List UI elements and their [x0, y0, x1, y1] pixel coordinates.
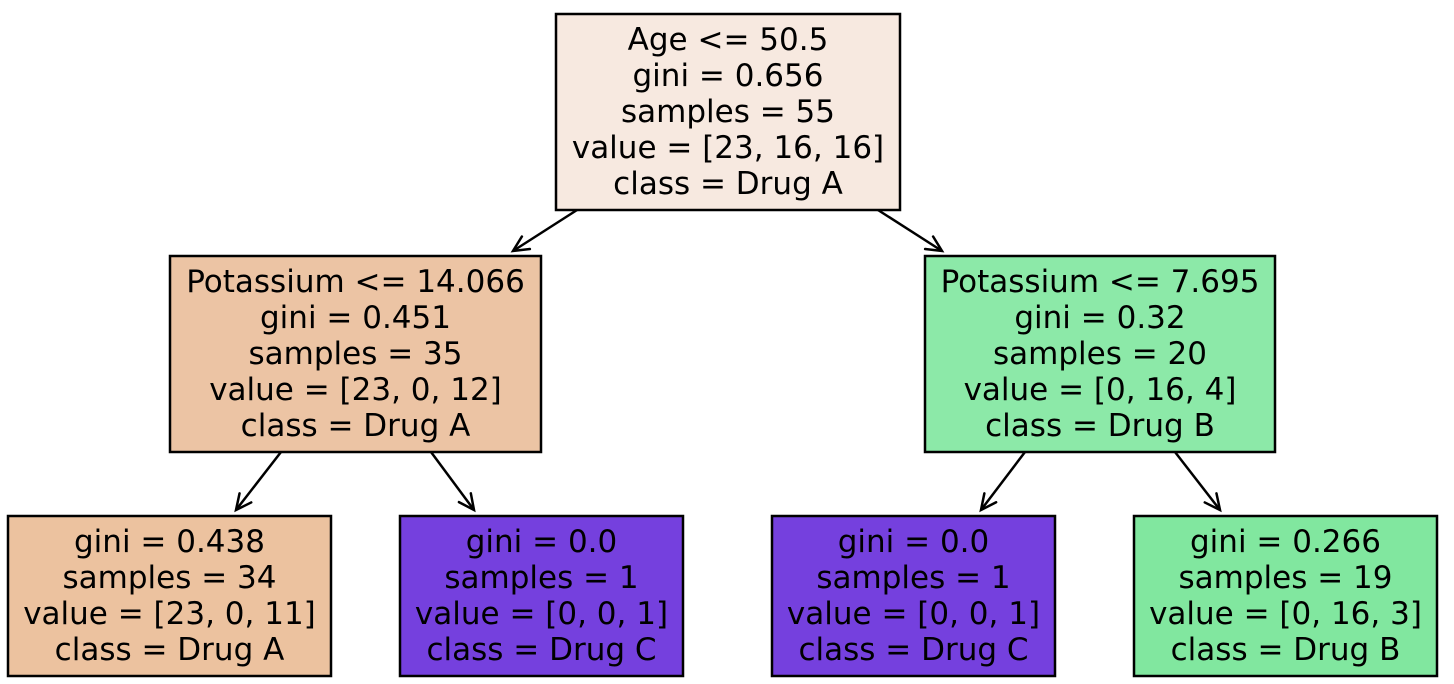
node-line: gini = 0.266 [1190, 524, 1381, 560]
edge-line [1174, 451, 1221, 511]
node-box [398, 514, 685, 678]
arrow-head-icon [457, 492, 476, 513]
edge-left-to-left-right [429, 451, 476, 513]
node-line: samples = 55 [621, 94, 835, 130]
node-line: value = [23, 0, 12] [209, 372, 502, 408]
node-line: class = Drug C [426, 632, 656, 668]
arrow-head-icon [510, 235, 532, 253]
node-line: value = [23, 16, 16] [572, 130, 884, 166]
tree-edges [234, 208, 1222, 513]
node-line: class = Drug C [798, 632, 1028, 668]
node-line: Potassium <= 7.695 [941, 264, 1260, 300]
edge-line [512, 208, 578, 253]
node-line: gini = 0.438 [74, 524, 265, 560]
node-line: gini = 0.0 [466, 524, 618, 560]
node-line: class = Drug B [985, 408, 1215, 444]
node-line: class = Drug A [241, 408, 471, 444]
node-line: gini = 0.32 [1014, 300, 1185, 336]
node-box [168, 254, 543, 454]
node-line: class = Drug A [55, 632, 285, 668]
edge-line [429, 451, 476, 511]
node-line: value = [0, 0, 1] [415, 596, 668, 632]
edge-right-to-right-left [979, 451, 1026, 513]
node-line: samples = 34 [63, 560, 277, 596]
node-line: value = [0, 0, 1] [787, 596, 1040, 632]
node-box [770, 514, 1057, 678]
node-line: value = [23, 0, 11] [23, 596, 316, 632]
edge-line [235, 451, 282, 511]
node-line: samples = 1 [816, 560, 1010, 596]
node-box [6, 514, 333, 678]
node-line: value = [0, 16, 4] [964, 372, 1237, 408]
edge-line [877, 208, 943, 253]
node-line: value = [0, 16, 3] [1149, 596, 1422, 632]
node-line: gini = 0.656 [633, 58, 824, 94]
node-line: samples = 20 [993, 336, 1207, 372]
arrow-head-icon [234, 492, 253, 513]
node-box [554, 12, 902, 212]
arrow-head-icon [923, 235, 945, 253]
node-box [923, 254, 1277, 454]
node-line: Potassium <= 14.066 [186, 264, 525, 300]
arrow-head-icon [979, 492, 998, 513]
node-box [1132, 514, 1439, 678]
edge-right-to-right-right [1174, 451, 1222, 513]
node-line: gini = 0.0 [838, 524, 990, 560]
edge-line [980, 451, 1026, 511]
arrow-head-icon [1203, 492, 1222, 513]
node-line: samples = 19 [1179, 560, 1393, 596]
node-line: samples = 35 [249, 336, 463, 372]
node-line: class = Drug A [613, 166, 843, 202]
node-line: gini = 0.451 [260, 300, 451, 336]
edge-root-to-left [510, 208, 578, 253]
edge-root-to-right [877, 208, 945, 253]
node-line: class = Drug B [1171, 632, 1401, 668]
edge-left-to-left-left [234, 451, 282, 513]
node-line: Age <= 50.5 [628, 22, 829, 58]
node-line: samples = 1 [444, 560, 638, 596]
